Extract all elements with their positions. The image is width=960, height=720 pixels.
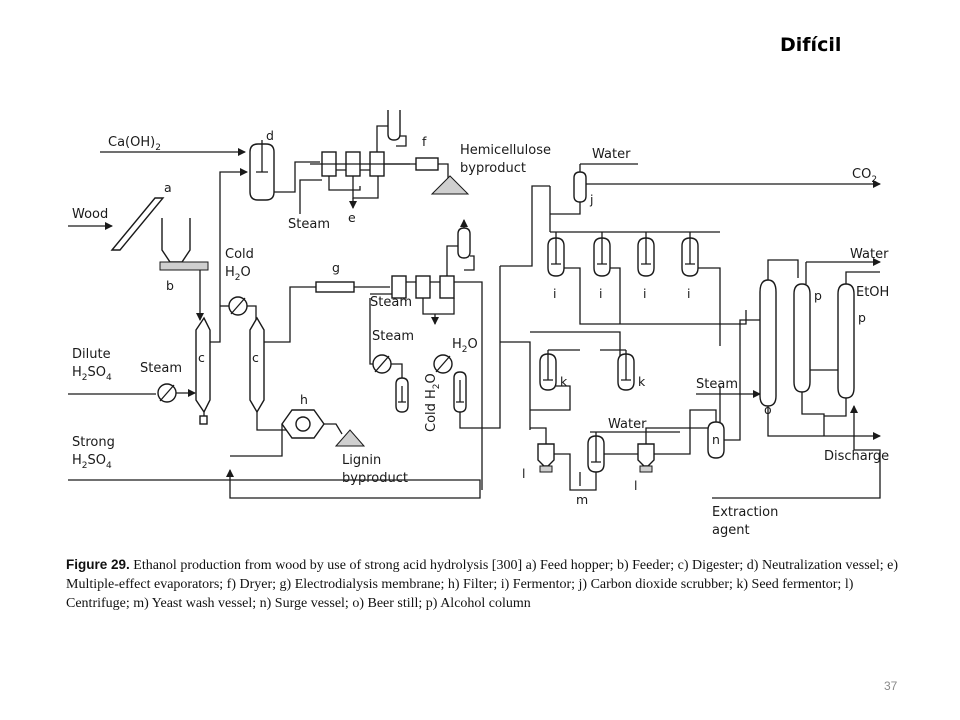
label-d: d (266, 128, 274, 143)
label-k1: k (560, 374, 568, 389)
label-i1: i (553, 286, 556, 301)
evaporator-5 (415, 275, 431, 299)
stream-steam-d-label: Steam (372, 329, 414, 344)
stream-steam-e-label: Steam (696, 377, 738, 392)
label-g: g (332, 260, 340, 275)
condenser-top (387, 105, 401, 141)
stream-extraction-label: Extraction (712, 505, 778, 520)
stream-etoh-label: EtOH (856, 285, 889, 300)
alcohol-column-p2 (837, 283, 855, 399)
fermentor-i3 (637, 232, 655, 277)
caption-text: Ethanol production from wood by use of s… (66, 558, 899, 611)
hemicellulose-pile (430, 175, 470, 195)
evaporator-4 (391, 275, 407, 299)
process-flow-diagram: Ca(OH)2 Wood Dilute H2SO4 Strong H2SO4 a… (60, 97, 910, 550)
label-c1: c (198, 350, 205, 365)
stream-hemi-byproduct-label: byproduct (460, 161, 526, 176)
label-l1: l (522, 466, 525, 481)
stream-water-top-label: Water (592, 147, 631, 162)
figure-caption: Figure 29. Ethanol production from wood … (66, 555, 908, 613)
stream-lignin-label: Lignin (342, 453, 381, 468)
label-j: j (589, 192, 593, 207)
stream-hemicellulose-label: Hemicellulose (460, 143, 551, 158)
digester-c2 (249, 316, 265, 414)
label-n: n (712, 432, 720, 447)
stream-cold-a-label: Cold (225, 247, 254, 262)
strong-line (68, 469, 481, 499)
stream-steam-a-label: Steam (140, 361, 182, 376)
digester-c1 (195, 316, 211, 414)
stream-extraction-agent-label: agent (712, 523, 750, 538)
stream-dilute-label: Dilute (72, 347, 111, 362)
stream-h2o-top-label: H2O (452, 337, 478, 355)
stream-cold-h2o-label: H2O (225, 265, 251, 283)
slide-title: Difícil (780, 34, 842, 56)
label-c2: c (252, 350, 259, 365)
label-p1: p (814, 288, 822, 303)
stream-steam-b-label: Steam (288, 217, 330, 232)
label-f: f (422, 134, 427, 149)
fermentor-i1 (547, 232, 565, 277)
label-e: e (348, 210, 356, 225)
lignin-pile (334, 429, 366, 447)
surge-vessel-n (707, 421, 725, 459)
stream-caoh2-label: Ca(OH)2 (108, 135, 161, 153)
label-b: b (166, 278, 174, 293)
label-k2: k (638, 374, 646, 389)
yeast-wash-vessel-m (587, 432, 605, 473)
stream-lignin-byproduct-label: byproduct (342, 471, 408, 486)
label-a: a (164, 180, 172, 195)
stream-discharge-label: Discharge (824, 449, 889, 464)
stream-dilute-acid-label: H2SO4 (72, 365, 112, 383)
stream-co2-label: CO2 (852, 167, 877, 185)
label-m: m (576, 492, 588, 507)
figure-label: Figure 29. (66, 557, 130, 572)
stream-strong-acid-label: H2SO4 (72, 453, 112, 471)
condenser-mid (457, 227, 471, 259)
evaporator-6 (439, 275, 455, 299)
co2-scrubber-j (573, 171, 587, 203)
beer-still-o (759, 279, 777, 407)
label-i3: i (643, 286, 646, 301)
seed-fermentor-k2 (617, 350, 635, 391)
stream-steam-c-label: Steam (370, 295, 412, 310)
hopper (161, 218, 191, 263)
centrifuge-l2 (637, 443, 655, 473)
label-i2: i (599, 286, 602, 301)
stream-strong-label: Strong (72, 435, 115, 450)
page-number: 37 (884, 679, 898, 693)
label-i4: i (687, 286, 690, 301)
feed-hopper-a (110, 197, 165, 251)
electrodialysis-g (315, 281, 355, 293)
stream-water-right-label: Water (850, 247, 889, 262)
feeder-b (159, 261, 209, 271)
stream-wood-label: Wood (72, 207, 108, 222)
fermentor-i4 (681, 232, 699, 277)
dryer-f (415, 157, 439, 171)
label-p2: p (858, 310, 866, 325)
alcohol-column-p1 (793, 283, 811, 393)
stream-water-mid-label: Water (608, 417, 647, 432)
seed-fermentor-k1 (539, 350, 557, 391)
label-l2: l (634, 478, 637, 493)
fermentor-i2 (593, 232, 611, 277)
centrifuge-l1 (537, 443, 555, 473)
label-h: h (300, 392, 308, 407)
stream-cold-b-label: Cold H2O (424, 373, 442, 432)
